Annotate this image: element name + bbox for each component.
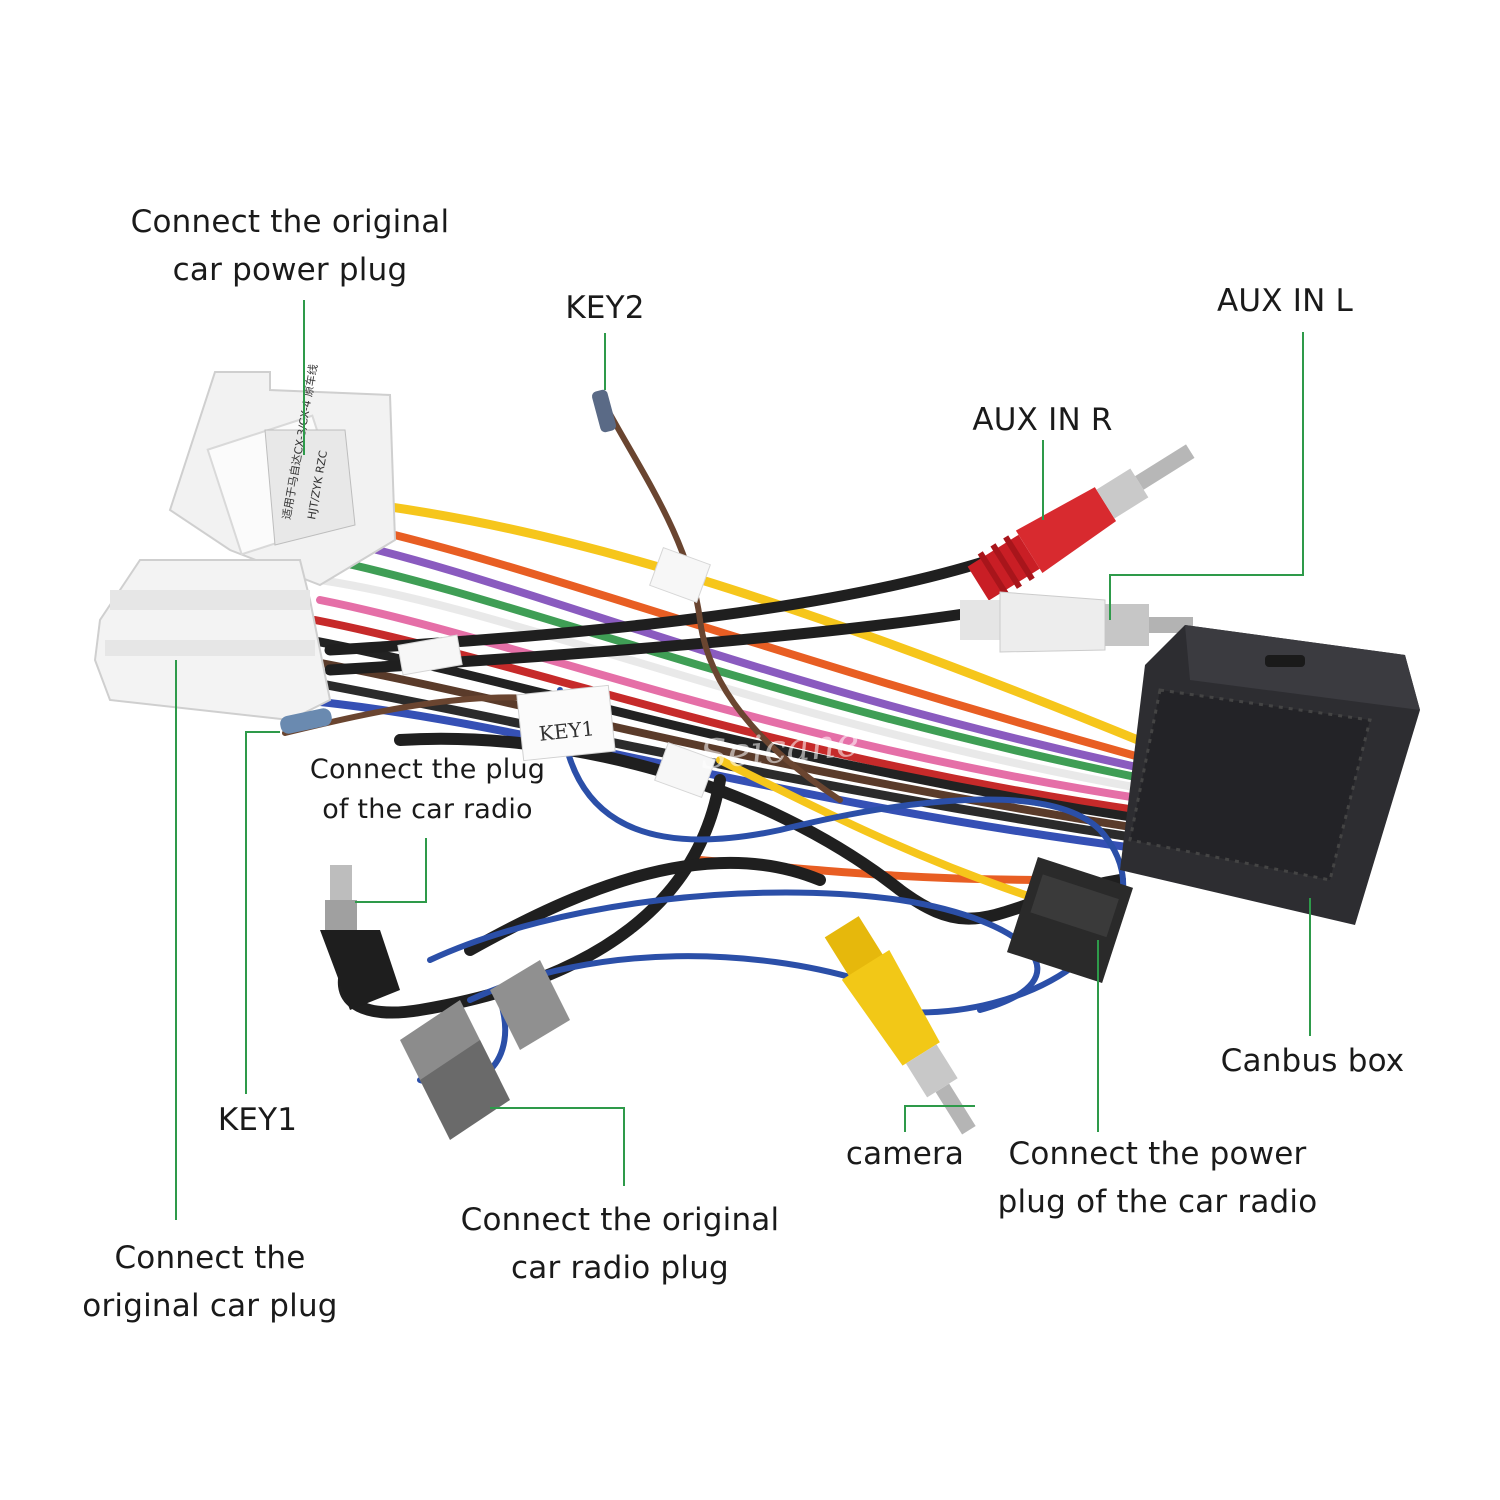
key1-wire-tip	[280, 708, 332, 734]
canbus-box	[1120, 625, 1420, 925]
original-car-plug-connector	[93, 559, 332, 722]
label-aux-in-l-text: AUX IN L	[1216, 283, 1354, 319]
label-key2-text: KEY2	[565, 290, 645, 326]
label-radio-plug: Connect the plug of the car radio	[300, 750, 555, 830]
label-radio-power-line2: plug of the car radio	[997, 1184, 1318, 1220]
label-radio-power-line1: Connect the power	[1008, 1136, 1307, 1172]
label-power-plug-line2: car power plug	[172, 252, 408, 288]
label-orig-car-plug: Connect the original car plug	[70, 1234, 350, 1330]
label-orig-car-plug-line2: original car plug	[82, 1288, 338, 1324]
label-power-plug-line1: Connect the original	[130, 204, 450, 240]
aux-in-r-rca-plug	[967, 444, 1195, 601]
label-key2: KEY2	[545, 284, 665, 332]
label-radio-plug-line1: Connect the plug	[309, 754, 546, 785]
leader-orig-radio-plug	[490, 1107, 625, 1186]
label-canbus-box: Canbus box	[1200, 1037, 1425, 1085]
label-radio-plug-line2: of the car radio	[322, 794, 533, 825]
wire-tags	[397, 547, 716, 798]
leader-camera	[904, 1105, 975, 1132]
label-camera: camera	[835, 1130, 975, 1178]
wire-bundle	[295, 495, 1155, 904]
label-aux-in-l: AUX IN L	[1200, 277, 1370, 325]
label-radio-power: Connect the power plug of the car radio	[985, 1130, 1330, 1226]
label-aux-in-r: AUX IN R	[960, 396, 1125, 444]
label-power-plug: Connect the original car power plug	[110, 198, 470, 294]
label-canbus-box-text: Canbus box	[1220, 1043, 1405, 1079]
key1-tag-text: KEY1	[538, 716, 596, 746]
label-orig-car-plug-line1: Connect the	[114, 1240, 306, 1276]
label-aux-in-r-text: AUX IN R	[972, 402, 1113, 438]
label-orig-radio-plug-line1: Connect the original	[460, 1202, 780, 1238]
label-orig-radio-plug-line2: car radio plug	[511, 1250, 729, 1286]
label-camera-text: camera	[845, 1136, 965, 1172]
leader-lines	[175, 300, 1311, 1220]
camera-rca-plug	[824, 916, 976, 1135]
key1-tag: KEY1	[516, 684, 616, 762]
leader-aux-in-l	[1109, 332, 1304, 620]
leader-key1	[245, 731, 280, 1094]
aux-in-l-rca-plug	[960, 591, 1193, 653]
antenna-plug	[320, 865, 400, 1010]
label-orig-radio-plug: Connect the original car radio plug	[440, 1196, 800, 1292]
orig-radio-plug	[400, 960, 570, 1140]
label-key1: KEY1	[200, 1096, 315, 1144]
leader-radio-plug	[355, 838, 427, 903]
radio-power-plug	[1006, 856, 1134, 984]
power-plug-connector: 适用于马自达CX-3/CX-4 原车线 HJT/ZYK RZC	[168, 363, 397, 587]
key2-wire-tip	[591, 389, 617, 433]
label-key1-text: KEY1	[217, 1102, 298, 1138]
